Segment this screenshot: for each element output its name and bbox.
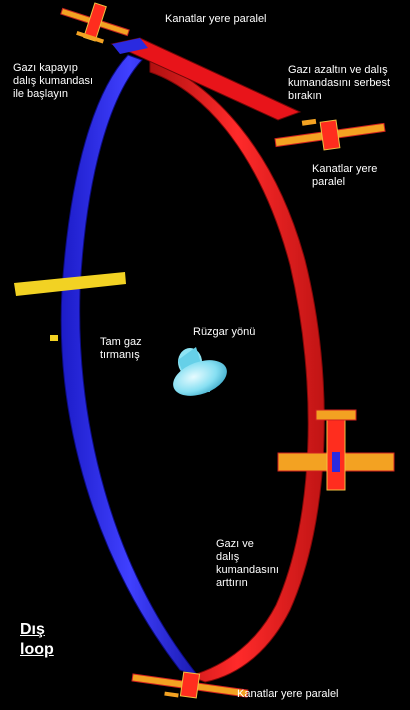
airplane-left-icon xyxy=(14,272,126,341)
label-right-wings-level-line2: paralel xyxy=(312,176,346,188)
label-full-throttle-line2: tırmanış xyxy=(100,349,140,361)
label-bottom-wings-level: Kanatlar yere paralel xyxy=(237,688,339,700)
label-increase-throttle: Gazı ve dalış kumandasını arttırın xyxy=(216,538,279,590)
diagram-title-line2: loop xyxy=(20,641,54,658)
label-ease-throttle-line2: kumandasını serbest xyxy=(288,77,391,89)
label-ease-throttle-line3: bırakın xyxy=(288,90,322,102)
label-increase-throttle-line4: arttırın xyxy=(216,577,248,589)
airplane-bottom-icon xyxy=(131,671,249,699)
label-wind-direction: Rüzgar yönü xyxy=(193,326,256,338)
label-ease-throttle-line1: Gazı azaltın ve dalış xyxy=(288,64,388,76)
loop-ribbon-blue xyxy=(60,54,200,678)
label-right-wings-level-line1: Kanatlar yere xyxy=(312,163,378,175)
airplane-right-top-icon xyxy=(274,118,386,151)
airplane-right-icon xyxy=(277,409,395,491)
diagram-title: Dış loop xyxy=(20,620,54,660)
label-start-dive-line1: Gazı kapayıp xyxy=(13,62,78,74)
label-right-wings-level: Kanatlar yere paralel xyxy=(312,163,377,189)
airplane-top-icon xyxy=(60,2,130,44)
label-start-dive: Gazı kapayıp dalış kumandası ile başlayı… xyxy=(13,62,93,101)
label-start-dive-line3: ile başlayın xyxy=(13,88,69,100)
diagram-title-line1: Dış xyxy=(20,621,45,638)
label-increase-throttle-line1: Gazı ve xyxy=(216,538,254,550)
label-ease-throttle: Gazı azaltın ve dalış kumandasını serbes… xyxy=(288,64,390,103)
label-full-throttle-line1: Tam gaz xyxy=(100,336,142,348)
label-top-wings-level: Kanatlar yere paralel xyxy=(165,13,267,25)
loop-top-ribbon xyxy=(110,37,302,121)
label-increase-throttle-line3: kumandasını xyxy=(216,564,279,576)
wind-cone-icon xyxy=(173,347,227,396)
label-increase-throttle-line2: dalış xyxy=(216,551,240,563)
label-start-dive-line2: dalış kumandası xyxy=(13,75,94,87)
label-full-throttle: Tam gaz tırmanış xyxy=(100,336,142,362)
